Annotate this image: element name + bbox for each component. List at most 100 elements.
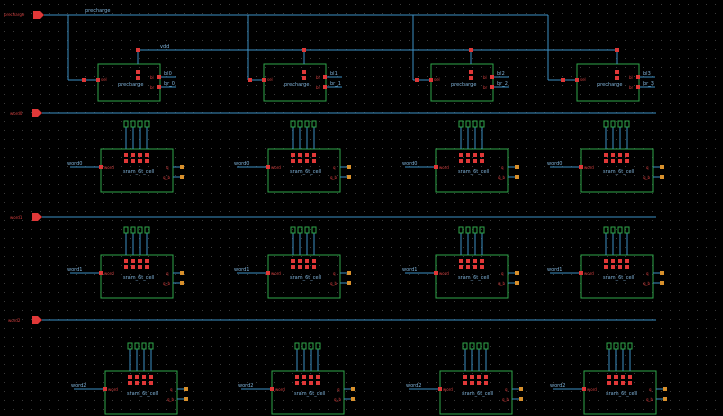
sram-top-pin-2[interactable] <box>625 265 629 269</box>
sram-top-pin-2[interactable] <box>477 381 481 385</box>
sram-cell-box[interactable] <box>100 148 174 193</box>
sram-top-pin-2[interactable] <box>149 381 153 385</box>
sram-top-pin[interactable] <box>470 375 474 379</box>
sram-top-pin[interactable] <box>480 153 484 157</box>
sram-cell-box[interactable] <box>267 254 341 299</box>
sram-top-pin-2[interactable] <box>302 381 306 385</box>
sram-qb-pin[interactable] <box>663 397 667 401</box>
sram-cell-box[interactable] <box>435 254 509 299</box>
sram-top-pin[interactable] <box>295 375 299 379</box>
sram-qb-pin[interactable] <box>519 397 523 401</box>
bl-pin[interactable] <box>636 75 640 79</box>
sram-q-pin[interactable] <box>515 165 519 169</box>
sram-q-pin[interactable] <box>663 387 667 391</box>
sram-qb-pin[interactable] <box>660 175 664 179</box>
sram-top-pin-2[interactable] <box>618 265 622 269</box>
sram-top-pin[interactable] <box>145 259 149 263</box>
sram-q-pin[interactable] <box>347 271 351 275</box>
sram-top-pin-2[interactable] <box>621 381 625 385</box>
sram-top-pin-2[interactable] <box>309 381 313 385</box>
sram-top-pin[interactable] <box>621 375 625 379</box>
sram-word-pin[interactable] <box>99 271 103 275</box>
sram-top-pin-2[interactable] <box>628 381 632 385</box>
sram-top-pin-2[interactable] <box>611 159 615 163</box>
sram-top-pin-2[interactable] <box>604 265 608 269</box>
sram-top-pin-2[interactable] <box>484 381 488 385</box>
sram-top-pin[interactable] <box>480 259 484 263</box>
sram-word-pin[interactable] <box>103 387 107 391</box>
sram-top-pin-2[interactable] <box>131 265 135 269</box>
vdd-pin-2[interactable] <box>136 76 140 80</box>
precharge-cell-box[interactable] <box>263 63 327 102</box>
br-pin[interactable] <box>636 85 640 89</box>
sram-top-pin[interactable] <box>138 153 142 157</box>
bl-pin[interactable] <box>490 75 494 79</box>
sram-top-pin[interactable] <box>607 375 611 379</box>
sram-top-pin-2[interactable] <box>459 265 463 269</box>
sram-top-pin[interactable] <box>298 259 302 263</box>
bl-pin[interactable] <box>157 75 161 79</box>
sram-q-pin[interactable] <box>184 387 188 391</box>
sram-top-pin[interactable] <box>604 259 608 263</box>
sram-top-pin-2[interactable] <box>305 159 309 163</box>
sram-top-pin[interactable] <box>459 153 463 157</box>
sram-q-pin[interactable] <box>347 165 351 169</box>
precharge-cell-box[interactable] <box>576 63 640 102</box>
sram-top-pin-2[interactable] <box>295 381 299 385</box>
sram-top-pin-2[interactable] <box>470 381 474 385</box>
sel-pin[interactable] <box>96 78 100 82</box>
sram-qb-pin[interactable] <box>184 397 188 401</box>
sram-top-pin[interactable] <box>135 375 139 379</box>
sram-top-pin-2[interactable] <box>316 381 320 385</box>
bl-pin[interactable] <box>323 75 327 79</box>
sel-pin[interactable] <box>575 78 579 82</box>
sram-cell-box[interactable] <box>435 148 509 193</box>
sram-top-pin-2[interactable] <box>128 381 132 385</box>
sram-top-pin[interactable] <box>138 259 142 263</box>
sram-q-pin[interactable] <box>180 271 184 275</box>
sram-top-pin-2[interactable] <box>473 265 477 269</box>
word2-input-pin[interactable]: word2 <box>8 316 42 324</box>
sram-top-pin-2[interactable] <box>138 265 142 269</box>
sram-top-pin[interactable] <box>291 259 295 263</box>
sram-word-pin[interactable] <box>438 387 442 391</box>
sram-top-pin-2[interactable] <box>459 159 463 163</box>
sram-qb-pin[interactable] <box>660 281 664 285</box>
sram-top-pin[interactable] <box>305 153 309 157</box>
sram-top-pin-2[interactable] <box>312 265 316 269</box>
sram-word-pin[interactable] <box>270 387 274 391</box>
sram-top-pin-2[interactable] <box>312 159 316 163</box>
sram-cell-box[interactable] <box>267 148 341 193</box>
sram-top-pin[interactable] <box>316 375 320 379</box>
br-pin[interactable] <box>323 85 327 89</box>
sram-top-pin[interactable] <box>302 375 306 379</box>
sram-top-pin[interactable] <box>312 259 316 263</box>
sram-q-pin[interactable] <box>515 271 519 275</box>
sram-top-pin-2[interactable] <box>618 159 622 163</box>
sram-top-pin[interactable] <box>473 153 477 157</box>
sram-top-pin-2[interactable] <box>611 265 615 269</box>
sram-top-pin[interactable] <box>291 153 295 157</box>
word0-input-pin[interactable]: word0 <box>10 109 42 117</box>
sram-word-pin[interactable] <box>579 165 583 169</box>
sram-top-pin-2[interactable] <box>135 381 139 385</box>
sram-top-pin-2[interactable] <box>291 265 295 269</box>
sram-top-pin[interactable] <box>473 259 477 263</box>
sram-word-pin[interactable] <box>434 165 438 169</box>
sram-qb-pin[interactable] <box>347 175 351 179</box>
sram-top-pin[interactable] <box>466 153 470 157</box>
sram-cell-box[interactable] <box>104 370 178 415</box>
sel-pin[interactable] <box>262 78 266 82</box>
sram-word-pin[interactable] <box>434 271 438 275</box>
sram-top-pin-2[interactable] <box>124 265 128 269</box>
